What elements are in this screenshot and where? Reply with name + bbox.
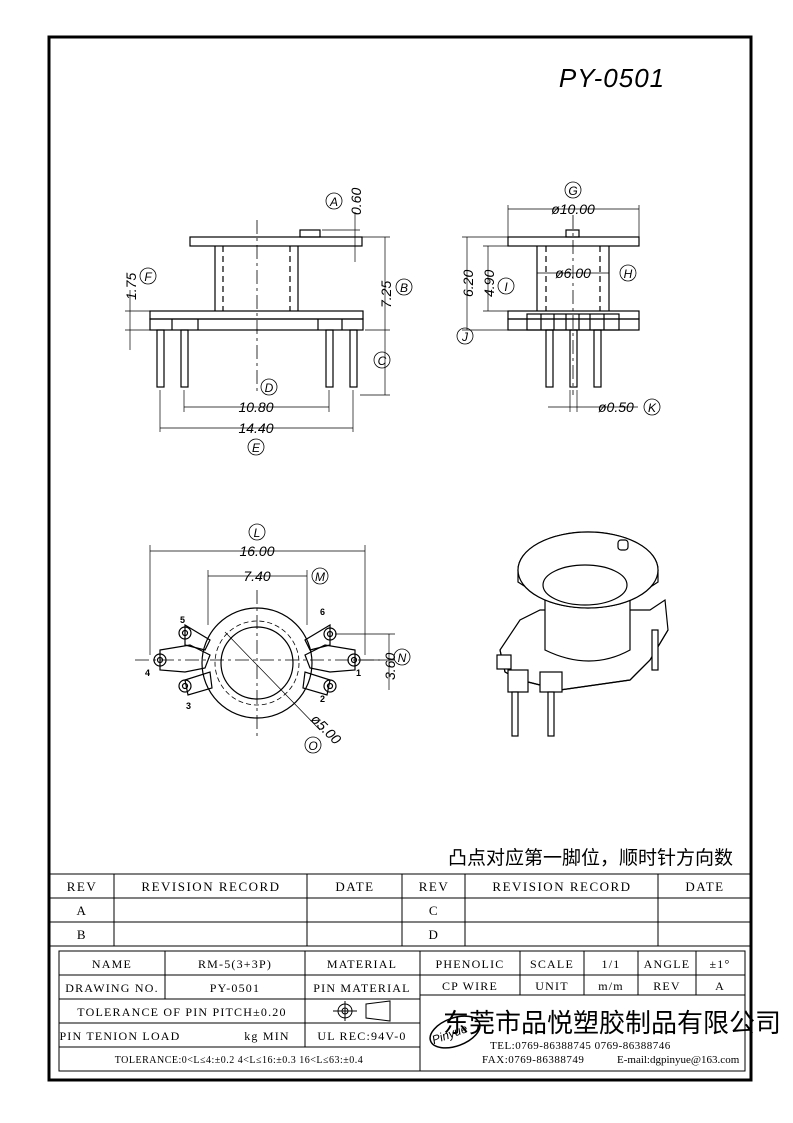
rev-label: REV: [653, 979, 681, 993]
front-view-labels: 0.60 A 7.25 B C 1.75 F D 10.80 14.40 E: [123, 188, 413, 456]
sheet-border: [47, 35, 753, 1082]
isometric-view: [496, 531, 669, 737]
dim-f-value: 1.75: [123, 273, 139, 300]
dim-g-marker: [564, 181, 582, 199]
name-value: RM-5(3+3P): [198, 957, 272, 971]
material-value: PHENOLIC: [436, 957, 505, 971]
drawing-no-value: PY-0501: [210, 981, 260, 995]
pin-label-2: 2: [320, 694, 325, 704]
angle-value: ±1°: [710, 957, 731, 971]
revision-record-header-1: REVISION RECORD: [141, 879, 280, 894]
dim-l-marker: [248, 523, 266, 541]
unit-label: UNIT: [535, 979, 568, 993]
dim-l-value: 16.00: [239, 543, 274, 559]
date-header-1: DATE: [335, 879, 374, 894]
dim-e-tag: E: [252, 441, 261, 455]
revision-table: [49, 873, 751, 947]
dim-k-tag: K: [648, 401, 657, 415]
dim-j-value: 6.20: [460, 270, 476, 297]
revision-table-text: REV REVISION RECORD DATE REV REVISION RE…: [67, 879, 724, 942]
pin-label-5: 5: [180, 615, 185, 625]
dim-m-value: 7.40: [243, 568, 270, 584]
dim-o-tag: O: [308, 739, 317, 753]
dim-o-marker: [304, 736, 322, 754]
dim-b-tag: B: [400, 281, 408, 295]
tolerance-pitch: TOLERANCE OF PIN PITCH±0.20: [77, 1005, 286, 1019]
rev-header-1: REV: [67, 879, 98, 894]
side-view: [462, 205, 640, 412]
ul-rating: UL REC:94V-0: [317, 1029, 406, 1043]
pin-label-3: 3: [186, 701, 191, 711]
dim-i-tag: I: [504, 280, 508, 294]
dim-j-tag: J: [461, 330, 469, 344]
dim-a-value: 0.60: [348, 188, 364, 215]
dim-d-tag: D: [265, 381, 274, 395]
dim-d-marker: [260, 378, 278, 396]
rev-value: A: [715, 979, 725, 993]
rev-c: C: [429, 903, 439, 918]
dim-b-marker: [395, 278, 413, 296]
projection-symbol: [333, 1000, 391, 1022]
name-label: NAME: [92, 957, 132, 971]
pin-label-6: 6: [320, 607, 325, 617]
drawing-no-label: DRAWING NO.: [65, 981, 159, 995]
revision-record-header-2: REVISION RECORD: [492, 879, 631, 894]
title-block-text: NAME RM-5(3+3P) MATERIAL PHENOLIC SCALE …: [59, 957, 731, 1066]
company-fax: FAX:0769-86388749: [482, 1054, 584, 1066]
dim-m-marker: [311, 567, 329, 585]
rev-d: D: [429, 927, 440, 942]
dim-j-marker: [456, 327, 474, 345]
dim-c-tag: C: [378, 354, 387, 368]
rev-b: B: [77, 927, 87, 942]
dim-h-tag: H: [624, 267, 633, 281]
pin-label-1: 1: [356, 668, 361, 678]
dim-c-marker: [373, 351, 391, 369]
pin-orientation-note: 凸点对应第一脚位，顺时针方向数: [448, 847, 733, 869]
company-email: E-mail:dgpinyue@163.com: [617, 1054, 740, 1066]
bottom-view: [135, 545, 395, 740]
material-label: MATERIAL: [327, 957, 397, 971]
scale-value: 1/1: [602, 957, 621, 971]
dim-e-marker: [247, 438, 265, 456]
pin-label-4: 4: [145, 668, 150, 678]
dim-g-tag: G: [568, 184, 577, 198]
dim-i-value: 4.90: [481, 270, 497, 297]
rev-a: A: [77, 903, 88, 918]
dim-i-marker: [497, 277, 515, 295]
rev-header-2: REV: [419, 879, 450, 894]
dim-h-marker: [619, 264, 637, 282]
dim-h-value: ø6.00: [555, 265, 591, 281]
drawing-title: PY-0501: [559, 63, 665, 93]
company-tel: TEL:0769-86388745 0769-86388746: [490, 1040, 671, 1052]
tolerance-line: TOLERANCE:0<L≤4:±0.2 4<L≤16:±0.3 16<L≤63…: [115, 1055, 364, 1066]
dim-k-marker: [643, 398, 661, 416]
dim-m-tag: M: [315, 570, 325, 584]
pin-material-value: CP WIRE: [442, 979, 498, 993]
dim-l-tag: L: [254, 526, 261, 540]
dim-a-tag: A: [329, 195, 338, 209]
side-view-labels: G ø10.00 ø6.00 H 4.90 I 6.20 J ø0.50 K: [456, 181, 661, 416]
company-name: 东莞市品悦塑胶制品有限公司: [443, 1009, 781, 1038]
dim-b-value: 7.25: [378, 281, 394, 308]
dim-n-tag: N: [398, 651, 407, 665]
title-block: [58, 950, 746, 1072]
dim-a-marker: [325, 192, 343, 210]
unit-value: m/m: [598, 979, 624, 993]
pin-material-label: PIN MATERIAL: [313, 981, 410, 995]
dim-d-value: 10.80: [238, 399, 273, 415]
angle-label: ANGLE: [644, 957, 691, 971]
dim-f-tag: F: [144, 270, 152, 284]
pin-tension-label: PIN TENION LOAD: [59, 1029, 180, 1043]
pin-tension-unit: kg MIN: [244, 1029, 290, 1043]
dim-n-marker: [393, 648, 411, 666]
date-header-2: DATE: [685, 879, 724, 894]
front-view: [125, 212, 390, 432]
dim-g-value: ø10.00: [551, 201, 595, 217]
dim-f-marker: [139, 267, 157, 285]
scale-label: SCALE: [530, 957, 574, 971]
dim-k-value: ø0.50: [598, 399, 634, 415]
dim-n-value: 3.60: [382, 653, 398, 680]
dim-e-value: 14.40: [238, 420, 273, 436]
